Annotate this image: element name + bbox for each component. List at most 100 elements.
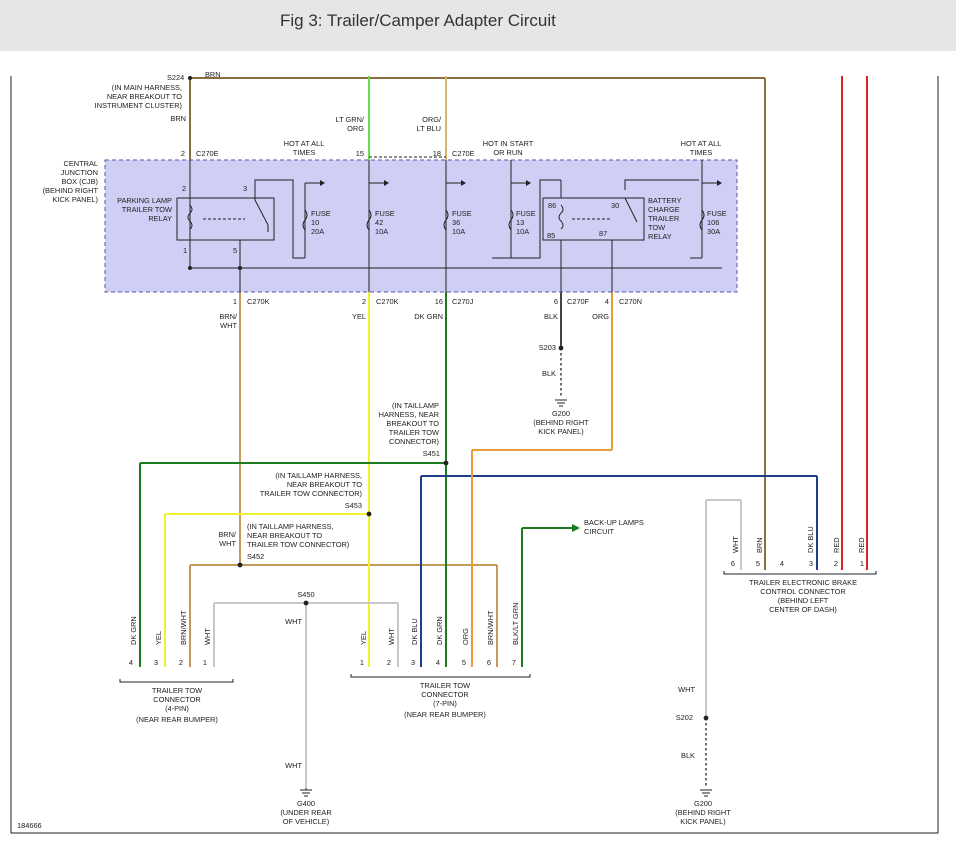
bc-p16: 16 <box>435 297 443 306</box>
c7-p3: 4 <box>436 658 440 667</box>
cjb-label-0: CENTRAL <box>64 159 99 168</box>
s452-note-0: (IN TAILLAMP HARNESS, <box>247 522 334 531</box>
c4-p3: 1 <box>203 658 207 667</box>
s451-note-3: TRAILER TOW <box>389 428 439 437</box>
fuse5-2: 30A <box>707 227 720 236</box>
fuse4-2: 10A <box>516 227 529 236</box>
g400-wht: WHT <box>285 761 302 770</box>
hot3-1: TIMES <box>690 148 713 157</box>
c4-l3: (NEAR REAR BUMPER) <box>136 715 218 724</box>
backup-arrow <box>572 524 580 532</box>
g200-right-note-0: (BEHIND RIGHT <box>533 418 589 427</box>
fuse1-0: FUSE <box>311 209 331 218</box>
diagram-frame <box>10 76 939 834</box>
c4-p1: 3 <box>154 658 158 667</box>
c4-l2: (4-PIN) <box>165 704 189 713</box>
s224-note-0: (IN MAIN HARNESS, <box>112 83 182 92</box>
br-l2: (BEHIND LEFT <box>778 596 829 605</box>
s452-label: S452 <box>247 552 264 561</box>
cjb-label-1: JUNCTION <box>61 168 98 177</box>
ltgrn-org-1: ORG <box>347 124 364 133</box>
c270e-b: C270E <box>452 149 475 158</box>
c7-w2: DK BLU <box>410 618 419 645</box>
bc-c270k-b: C270K <box>376 297 399 306</box>
s224-note-2: INSTRUMENT CLUSTER) <box>95 101 182 110</box>
pin15: 15 <box>356 149 364 158</box>
conn4-bracket <box>119 679 234 683</box>
s224-label: S224 <box>167 73 184 82</box>
relay1-label-0: PARKING LAMP <box>117 196 172 205</box>
br-p3: 3 <box>809 559 813 568</box>
bc-yel: YEL <box>352 312 366 321</box>
splice-dots <box>188 76 709 721</box>
br-w3: DK BLU <box>806 526 815 553</box>
hot3-0: HOT AT ALL <box>681 139 722 148</box>
relay1-pin-1: 1 <box>183 246 187 255</box>
ltgrn-org-0: LT GRN/ <box>336 115 365 124</box>
relay2-label-0: BATTERY <box>648 196 681 205</box>
fuse5-0: FUSE <box>707 209 727 218</box>
bc-org: ORG <box>592 312 609 321</box>
relay1-label-2: RELAY <box>148 214 172 223</box>
c4-w2: BRN/WHT <box>179 610 188 645</box>
c7-w4: ORG <box>461 628 470 645</box>
relay1-pin-5: 5 <box>233 246 237 255</box>
bc-p6: 6 <box>554 297 558 306</box>
bc-brn-wht-1: WHT <box>220 321 237 330</box>
c7-p6: 7 <box>512 658 516 667</box>
br-p5: 1 <box>860 559 864 568</box>
cjb-label-2: BOX (CJB) <box>61 177 98 186</box>
s451-note-1: HARNESS, NEAR <box>379 410 439 419</box>
bc-brn-wht-0: BRN/ <box>219 312 238 321</box>
c4-w0: DK GRN <box>129 616 138 645</box>
s451-note-4: CONNECTOR) <box>389 437 439 446</box>
c7-l2: (7-PIN) <box>433 699 457 708</box>
gb-blk: BLK <box>681 751 695 760</box>
bc-blk: BLK <box>544 312 558 321</box>
hot-arrows <box>305 180 722 186</box>
c4-w3: WHT <box>203 628 212 645</box>
bc-p2: 2 <box>362 297 366 306</box>
fuse2-1: 42 <box>375 218 383 227</box>
c7-p4: 5 <box>462 658 466 667</box>
ground-symbols <box>300 399 712 797</box>
hot2-1: OR RUN <box>493 148 522 157</box>
c7-w3: DK GRN <box>435 616 444 645</box>
fuse4-1: 13 <box>516 218 524 227</box>
pin18: 18 <box>433 149 441 158</box>
s203-blk: BLK <box>542 369 556 378</box>
gb-note-0: (BEHIND RIGHT <box>675 808 731 817</box>
br-w5: RED <box>857 537 866 553</box>
bc-c270n: C270N <box>619 297 642 306</box>
hot2-0: HOT IN START <box>483 139 534 148</box>
cjb-box <box>104 159 738 293</box>
relay2-pin-85: 85 <box>547 231 555 240</box>
s450-wht: WHT <box>285 617 302 626</box>
c7-p5: 6 <box>487 658 491 667</box>
s453-note-1: NEAR BREAKOUT TO <box>287 480 362 489</box>
g400-note-0: (UNDER REAR <box>280 808 331 817</box>
s203-label: S203 <box>539 343 556 352</box>
fuse3-0: FUSE <box>452 209 472 218</box>
c7-w5: BRN/WHT <box>486 610 495 645</box>
s452-wire-0: BRN/ <box>218 530 237 539</box>
fuse1-1: 10 <box>311 218 319 227</box>
bc-c270k-a: C270K <box>247 297 270 306</box>
relay2-box <box>542 197 645 241</box>
br-w0: WHT <box>731 536 740 553</box>
relay2-pin-30: 30 <box>611 201 619 210</box>
relay1-pin-3: 3 <box>243 184 247 193</box>
s451-label: S451 <box>423 449 440 458</box>
c4-p2: 2 <box>179 658 183 667</box>
br-p1: 5 <box>756 559 760 568</box>
fuse3-1: 36 <box>452 218 460 227</box>
relay2-label-3: TOW <box>648 223 665 232</box>
c4-l1: CONNECTOR <box>153 695 201 704</box>
c7-w0: YEL <box>359 631 368 645</box>
c7-w1: WHT <box>387 628 396 645</box>
backup-1: CIRCUIT <box>584 527 614 536</box>
brn-label: BRN <box>170 114 186 123</box>
br-l1: CONTROL CONNECTOR <box>760 587 845 596</box>
c7-w6: BLK/LT GRN <box>511 603 520 645</box>
